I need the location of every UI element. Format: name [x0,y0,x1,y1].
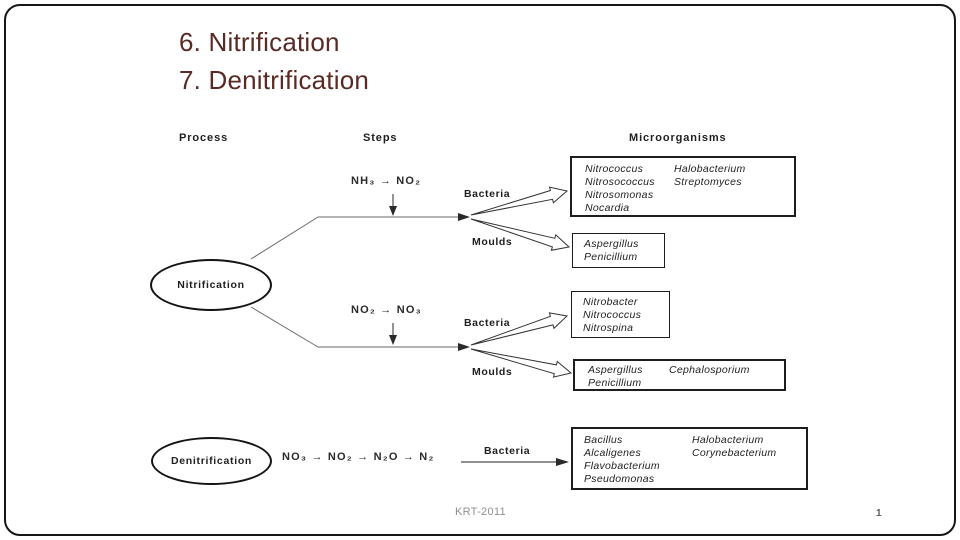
organism-name: Cephalosporium [669,364,750,376]
column-header-process: Process [179,132,229,144]
denitrification-flow-arrow [461,458,569,466]
organism-column: Nitrococcus Nitrosococcus Nitrosomonas N… [585,163,674,215]
step1-formula: NH₃ → NO₂ [351,175,422,187]
step2-formula: NO₂ → NO₃ [351,304,422,316]
slide-border-frame [4,4,956,536]
organism-name: Corynebacterium [692,447,777,459]
microorganisms-box-step2-moulds: Aspergillus Penicillium Cephalosporium [573,359,786,391]
microorganisms-box-step1-moulds: Aspergillus Penicillium [572,233,665,268]
footer-text: KRT-2011 [455,506,506,518]
denitrification-formula: NO₃ → NO₂ → N₂O → N₂ [282,451,435,463]
organism-name: Nitrosomonas [585,189,654,201]
column-header-steps: Steps [363,132,398,144]
organism-name: Halobacterium [674,163,746,175]
microorganisms-box-step2-bacteria: Nitrobacter Nitrococcus Nitrospina [571,291,670,338]
step2-vertical-arrow [389,323,397,345]
organism-column: Nitrobacter Nitrococcus Nitrospina [583,296,641,337]
organism-name: Bacillus [584,434,623,446]
organism-name: Flavobacterium [584,460,660,472]
organism-column: Halobacterium Streptomyces [674,163,746,215]
microorganisms-box-denitrification-bacteria: Bacillus Alcaligenes Flavobacterium Pseu… [571,427,808,490]
column-header-microorganisms: Microorganisms [629,132,727,144]
organism-name: Nitrosococcus [585,176,655,188]
organism-column: Halobacterium Corynebacterium [692,434,776,488]
organism-name: Aspergillus [584,238,639,250]
step1-vertical-arrow [389,194,397,216]
slide-title-line-1: 6. Nitrification [179,27,340,57]
process-label-denitrification: Denitrification [170,455,253,467]
organism-name: Penicillium [588,377,642,389]
organism-column: Cephalosporium [669,364,750,389]
process-label-nitrification: Nitrification [177,279,245,291]
slide-title-line-2: 7. Denitrification [179,65,370,95]
step1-moulds-label: Moulds [472,236,513,248]
organism-name: Nocardia [585,202,630,214]
organism-name: Pseudomonas [584,473,655,485]
denitrification-bacteria-label: Bacteria [484,445,531,457]
step1-flow-line [250,213,470,260]
page-number: 1 [876,508,882,519]
organism-name: Nitrobacter [583,296,638,308]
organism-name: Nitrococcus [583,309,642,321]
step2-moulds-label: Moulds [472,366,513,378]
step1-bacteria-label: Bacteria [464,188,511,200]
organism-name: Alcaligenes [584,447,641,459]
organism-name: Nitrospina [583,322,634,334]
organism-name: Nitrococcus [585,163,644,175]
step2-bacteria-label: Bacteria [464,317,511,329]
organism-name: Streptomyces [674,176,742,188]
process-ellipse-denitrification: Denitrification [151,437,272,485]
organism-column: Aspergillus Penicillium [584,238,639,267]
microorganisms-box-step1-bacteria: Nitrococcus Nitrosococcus Nitrosomonas N… [570,156,796,217]
process-ellipse-nitrification: Nitrification [150,259,272,311]
organism-name: Halobacterium [692,434,764,446]
organism-column: Aspergillus Penicillium [588,364,669,389]
organism-name: Aspergillus [588,364,643,376]
organism-name: Penicillium [584,251,638,263]
organism-column: Bacillus Alcaligenes Flavobacterium Pseu… [584,434,692,488]
